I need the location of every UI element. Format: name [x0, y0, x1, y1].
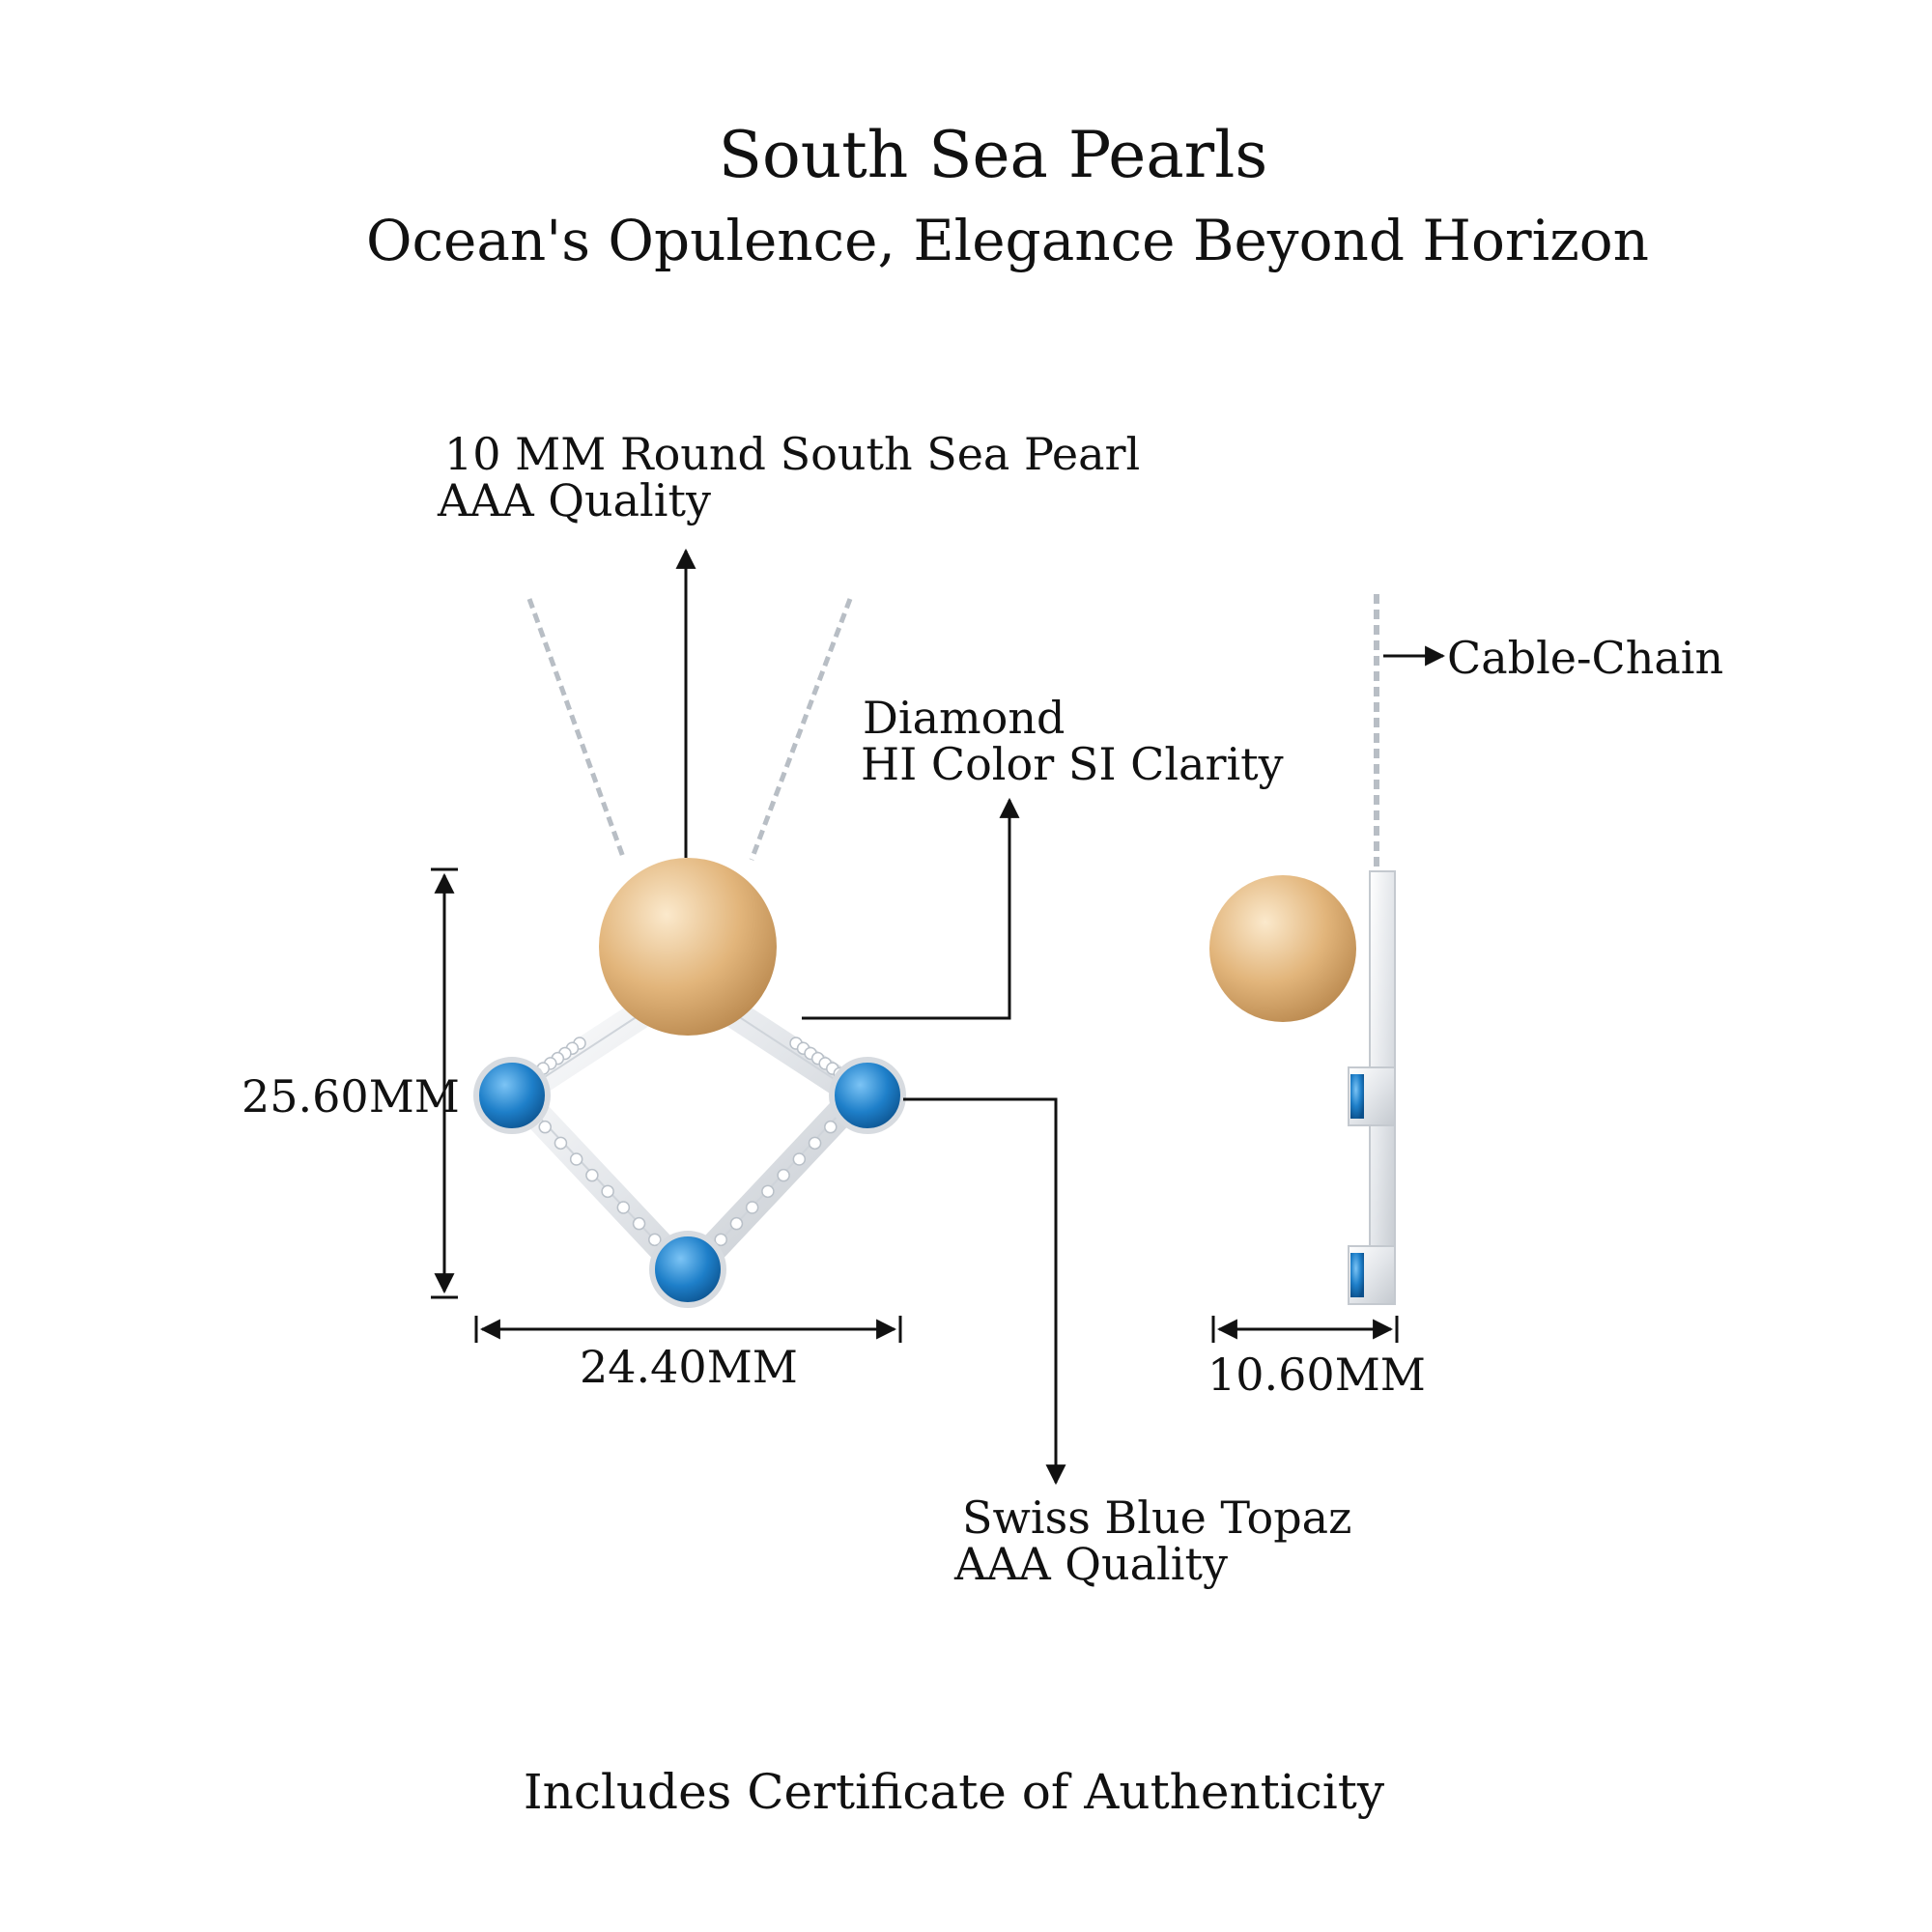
page-subtitle: Ocean's Opulence, Elegance Beyond Horizo…	[365, 208, 1650, 273]
certificate-note: Includes Certificate of Authenticity	[523, 1764, 1385, 1820]
topaz-callout-line2: AAA Quality	[954, 1538, 1228, 1590]
diamond-callout-line2: HI Color SI Clarity	[861, 738, 1284, 790]
pave-diamond	[632, 1216, 646, 1231]
pave-diamond	[792, 1152, 807, 1166]
width-dimension-label: 24.40MM	[580, 1341, 798, 1393]
page-title: South Sea Pearls	[718, 118, 1268, 192]
pave-diamond	[569, 1152, 583, 1166]
topaz-stones	[473, 1057, 906, 1308]
pearl-side	[1209, 875, 1356, 1022]
topaz-callout-line1: Swiss Blue Topaz	[962, 1492, 1352, 1544]
pave-diamond	[824, 1120, 838, 1134]
pave-diamond	[601, 1184, 614, 1199]
pearl-front	[599, 858, 777, 1036]
pave-diamond	[648, 1233, 662, 1247]
pave-diamond	[777, 1168, 790, 1182]
pave-diamond	[554, 1136, 568, 1151]
pave-diamond	[761, 1184, 775, 1199]
pearl-callout-line2: AAA Quality	[438, 474, 711, 526]
pave-diamond	[585, 1168, 599, 1182]
diamond-callout-line1: Diamond	[863, 692, 1065, 744]
topaz-left	[473, 1057, 551, 1134]
pave-diamond	[808, 1136, 822, 1151]
width-dimension	[474, 1316, 902, 1343]
chain-front	[526, 598, 853, 861]
chain-callout-label: Cable-Chain	[1447, 632, 1724, 684]
topaz-callout-line	[903, 1097, 1066, 1486]
depth-dimension-label: 10.60MM	[1208, 1349, 1426, 1401]
topaz-right	[829, 1057, 906, 1134]
depth-dimension	[1211, 1316, 1399, 1343]
height-dimension	[431, 867, 458, 1299]
pave-diamond	[745, 1201, 759, 1214]
diamond-callout-line	[802, 797, 1020, 1020]
height-dimension-label: 25.60MM	[242, 1070, 460, 1122]
topaz-bottom	[649, 1231, 726, 1308]
pearl-callout-line1: 10 MM Round South Sea Pearl	[444, 428, 1141, 480]
pave-diamond	[538, 1120, 552, 1134]
pave-diamond	[714, 1233, 727, 1247]
pave-diamond	[729, 1216, 744, 1231]
pave-diamond	[616, 1201, 631, 1214]
pendant-side-profile	[1348, 870, 1396, 1305]
